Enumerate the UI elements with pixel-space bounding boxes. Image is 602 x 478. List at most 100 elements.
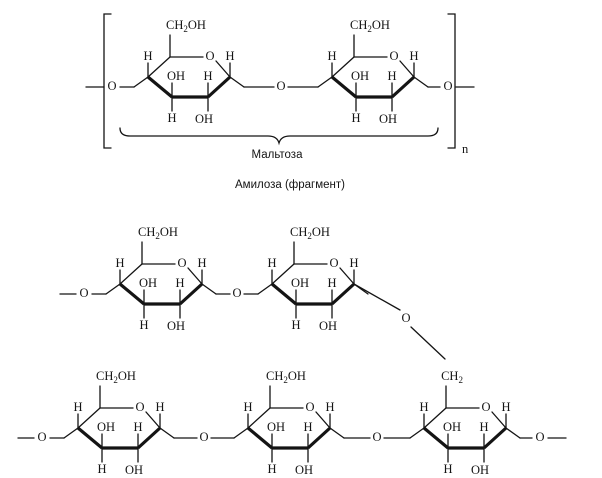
ch2oh-group: CH2OH <box>166 18 206 34</box>
substituent-bond <box>201 283 217 295</box>
substituent-bond <box>329 427 345 439</box>
chain-oxygen: O <box>107 79 116 93</box>
glycosidic-oxygen: O <box>199 430 208 444</box>
hydrogen-label: H <box>327 276 336 290</box>
hydroxyl-label: OH <box>125 463 143 477</box>
hydrogen-label: H <box>139 318 148 332</box>
branch-oxygen: O <box>401 311 410 325</box>
hydrogen-label: H <box>115 256 124 270</box>
ring-oxygen: O <box>177 256 186 270</box>
substituent-bond <box>105 283 121 295</box>
hydrogen-label: H <box>203 69 212 83</box>
hydrogen-label: H <box>267 462 276 476</box>
ring-bond <box>77 407 101 429</box>
hydrogen-label: H <box>243 400 252 414</box>
substituent-bond <box>133 76 149 88</box>
bond-lines <box>17 13 567 463</box>
glycosidic-oxygen: O <box>276 79 285 93</box>
maltose-caption: Мальтоза <box>252 149 304 161</box>
ring-front-bond <box>330 282 356 306</box>
ring-bond <box>331 56 355 78</box>
hydroxyl-label: OH <box>167 319 185 333</box>
substituent-bond <box>413 76 429 88</box>
ring-front-bond <box>482 426 508 450</box>
ch2oh-group: CH2OH <box>290 225 330 241</box>
ring-front-bond <box>146 75 174 99</box>
ring-bond <box>315 411 331 429</box>
hydroxyl-label: OH <box>97 420 115 434</box>
hydrogen-label: H <box>73 400 82 414</box>
hydrogen-label: H <box>479 420 488 434</box>
glycosidic-oxygen: O <box>232 286 241 300</box>
glycosidic-oxygen: O <box>372 430 381 444</box>
hydrogen-label: H <box>143 49 152 63</box>
ch2-group: CH2 <box>441 369 463 385</box>
hydrogen-label: H <box>197 256 206 270</box>
hydroxyl-label: OH <box>295 463 313 477</box>
ring-front-bond <box>118 282 146 306</box>
hydrogen-label: H <box>351 111 360 125</box>
ring-front-bond <box>422 426 450 450</box>
ring-bond <box>271 263 295 285</box>
ring-oxygen: O <box>305 400 314 414</box>
substituent-bond <box>505 427 521 439</box>
ring-front-bond <box>270 282 298 306</box>
ring-bond <box>147 56 171 78</box>
hydrogen-label: H <box>409 49 418 63</box>
maltose-underbrace <box>119 127 439 146</box>
ring-bond <box>215 60 231 78</box>
chain-oxygen: O <box>79 286 88 300</box>
hydrogen-label: H <box>303 420 312 434</box>
repeat-bracket-left <box>103 13 112 149</box>
hydroxyl-label: OH <box>351 69 369 83</box>
repeat-bracket-right <box>447 13 456 149</box>
ring-bond <box>119 263 143 285</box>
ring-front-bond <box>306 426 332 450</box>
ch2oh-group: CH2OH <box>138 225 178 241</box>
ring-bond <box>399 60 415 78</box>
substituent-bond <box>159 427 175 439</box>
ring-oxygen: O <box>135 400 144 414</box>
hydrogen-label: H <box>327 49 336 63</box>
hydrogen-label: H <box>387 69 396 83</box>
ring-oxygen: O <box>481 400 490 414</box>
ring-front-bond <box>330 75 358 99</box>
hydroxyl-label: OH <box>167 69 185 83</box>
amylose-caption: Амилоза (фрагмент) <box>235 179 345 191</box>
ring-front-bond <box>246 426 274 450</box>
ring-front-bond <box>178 282 204 306</box>
ch2oh-group: CH2OH <box>350 18 390 34</box>
substituent-bond <box>317 76 333 88</box>
substituent-bond <box>409 427 425 439</box>
ring-front-bond <box>76 426 104 450</box>
hydrogen-label: H <box>501 400 510 414</box>
ring-oxygen: O <box>329 256 338 270</box>
substituent-bond <box>63 427 79 439</box>
hydrogen-label: H <box>225 49 234 63</box>
hydrogen-label: H <box>167 111 176 125</box>
repeat-count-label: n <box>462 142 469 156</box>
hydrogen-label: H <box>267 256 276 270</box>
hydrogen-label: H <box>291 318 300 332</box>
ring-bond <box>339 267 355 285</box>
chain-oxygen: O <box>535 430 544 444</box>
hydrogen-label: H <box>175 276 184 290</box>
hydroxyl-label: OH <box>379 112 397 126</box>
hydrogen-label: H <box>443 462 452 476</box>
chain-oxygen: O <box>443 79 452 93</box>
ch2oh-group: CH2OH <box>96 369 136 385</box>
hydrogen-label: H <box>419 400 428 414</box>
hydroxyl-label: OH <box>267 420 285 434</box>
hydroxyl-label: OH <box>139 276 157 290</box>
hydrogen-label: H <box>155 400 164 414</box>
hydrogen-label: H <box>325 400 334 414</box>
substituent-bond <box>257 283 273 295</box>
ring-bond <box>145 411 161 429</box>
ring-front-bond <box>136 426 162 450</box>
ch2oh-group: CH2OH <box>266 369 306 385</box>
hydroxyl-label: OH <box>291 276 309 290</box>
hydroxyl-label: OH <box>319 319 337 333</box>
substituent-bond <box>233 427 249 439</box>
hydroxyl-label: OH <box>471 463 489 477</box>
